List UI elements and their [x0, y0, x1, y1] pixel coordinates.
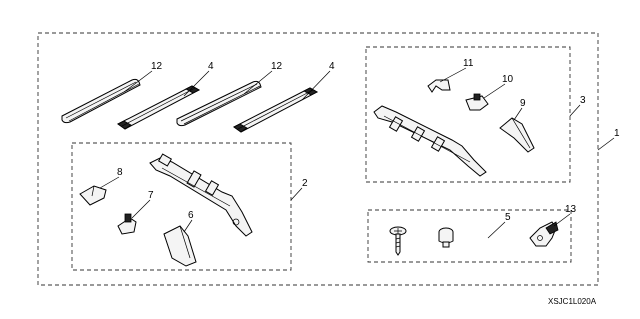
part-5-screw-left — [389, 226, 407, 256]
kit-outer-box — [37, 32, 599, 286]
callout-12-left: 12 — [151, 61, 163, 72]
callout-13: 13 — [565, 204, 577, 215]
callout-3: 3 — [580, 95, 586, 106]
part-2-front-bracket — [149, 153, 253, 237]
callout-11: 11 — [463, 58, 474, 69]
callout-2: 2 — [302, 178, 308, 189]
callout-8: 8 — [117, 167, 123, 178]
callout-5: 5 — [505, 212, 511, 223]
part-13-latch — [529, 221, 559, 247]
part-8-cap — [79, 185, 107, 206]
callout-4-right: 4 — [329, 61, 335, 72]
rear-bracket-group-box — [365, 46, 571, 183]
callout-4-left: 4 — [208, 61, 214, 72]
part-6-cover — [163, 225, 197, 267]
part-4-rail-left — [117, 85, 201, 130]
callout-12-right: 12 — [271, 61, 283, 72]
part-12-strip-left — [61, 78, 141, 124]
hardware-group-box — [367, 209, 572, 263]
callout-6: 6 — [188, 210, 194, 221]
callout-7: 7 — [148, 190, 154, 201]
front-bracket-group-box — [71, 142, 292, 271]
part-5-screw-right — [438, 227, 454, 248]
part-11-hook — [427, 79, 451, 93]
part-12-strip-right — [176, 80, 262, 127]
part-10-clip — [465, 93, 489, 111]
leader-lines — [99, 67, 615, 239]
part-3-rear-bracket — [373, 105, 487, 177]
callout-9: 9 — [520, 98, 526, 109]
part-9-end-cover — [499, 117, 535, 153]
diagram-code: XSJC1L020A — [548, 297, 597, 306]
callout-1: 1 — [614, 128, 620, 139]
part-7-clip — [117, 213, 137, 235]
callout-10: 10 — [502, 74, 514, 85]
